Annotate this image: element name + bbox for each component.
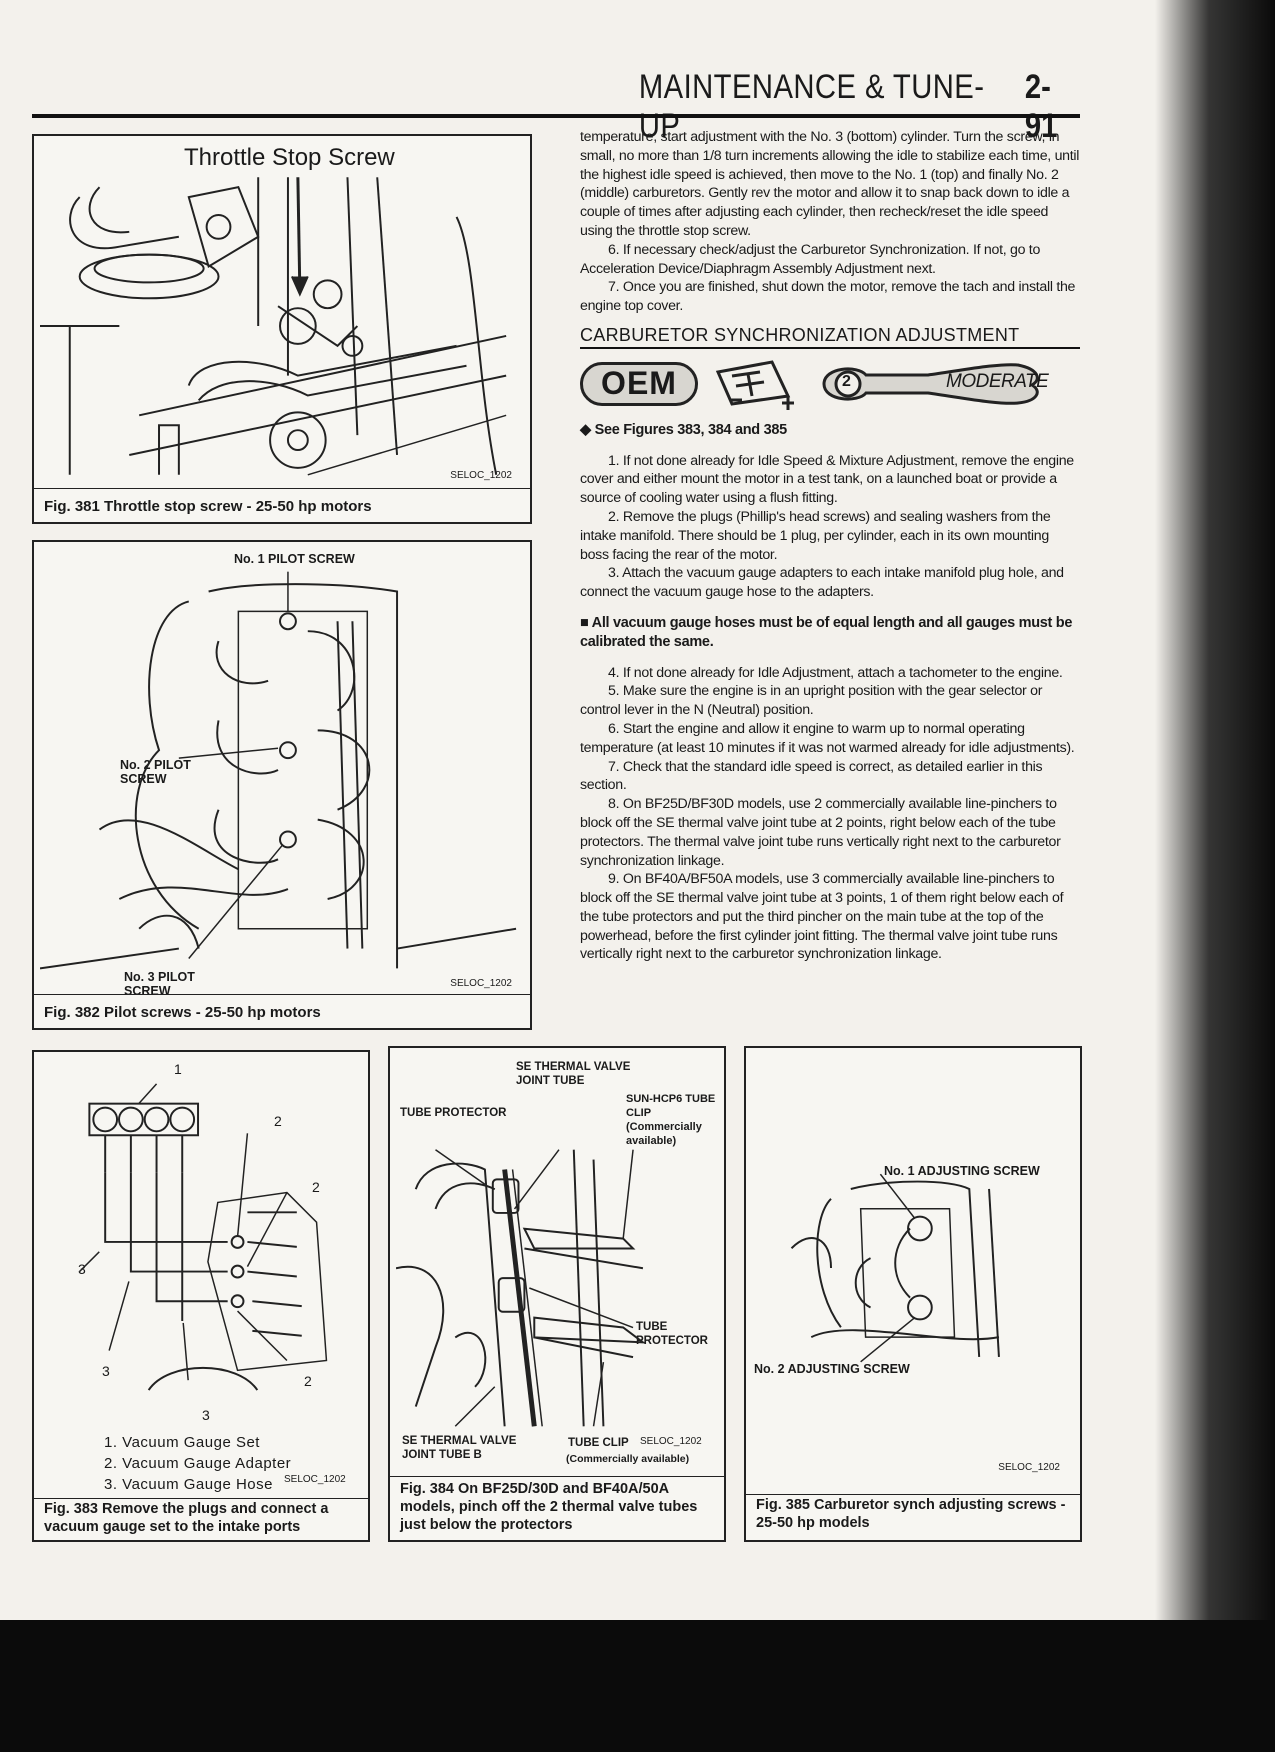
step-2: 2. Remove the plugs (Phillip's head scre… bbox=[580, 508, 1051, 563]
fig383-illustration bbox=[40, 1062, 362, 1412]
header-rule bbox=[32, 114, 1080, 118]
figure-381: Throttle Stop Screw bbox=[32, 134, 532, 524]
fig382-illustration bbox=[40, 570, 524, 980]
fig384-caption: Fig. 384 On BF25D/30D and BF40A/50A mode… bbox=[400, 1481, 698, 1533]
fig383-callout-3b: 3 bbox=[102, 1363, 110, 1379]
paragraph-continued: temperature, start adjustment with the N… bbox=[580, 129, 1080, 239]
fig383-legend-item: 2. Vacuum Gauge Adapter bbox=[104, 1455, 292, 1472]
figure-385: No. 1 ADJUSTING SCREW No. 2 ADJUSTING SC… bbox=[744, 1046, 1082, 1542]
fig381-illustration bbox=[40, 176, 524, 486]
fig384-label-tube-protector: TUBE PROTECTOR bbox=[400, 1107, 507, 1119]
header-title: MAINTENANCE & TUNE-UP bbox=[638, 68, 985, 145]
fig385-label-screw1: No. 1 ADJUSTING SCREW bbox=[884, 1164, 1040, 1178]
step-9: 9. On BF40A/BF50A models, use 3 commerci… bbox=[580, 871, 1064, 963]
fig384-caption-rule bbox=[390, 1476, 724, 1477]
step-7-prior: 7. Once you are finished, shut down the … bbox=[580, 279, 1076, 315]
page-edge-shadow bbox=[1155, 0, 1275, 1620]
fig383-callout-1: 1 bbox=[174, 1061, 182, 1077]
fig382-label-pilot1: No. 1 PILOT SCREW bbox=[234, 552, 355, 566]
see-figures: ◆ See Figures 383, 384 and 385 bbox=[580, 421, 787, 438]
fig382-caption: Fig. 382 Pilot screws - 25-50 hp motors bbox=[44, 1004, 321, 1021]
oem-badge-label: OEM bbox=[601, 365, 677, 402]
fig385-label-screw2: No. 2 ADJUSTING SCREW bbox=[754, 1362, 910, 1376]
fig383-legend: 1. Vacuum Gauge Set 2. Vacuum Gauge Adap… bbox=[104, 1432, 291, 1495]
difficulty-badges: OEM 2 MODERATE bbox=[580, 353, 1080, 415]
fig384-illustration bbox=[396, 1148, 718, 1428]
fig383-callout-2c: 2 bbox=[304, 1373, 312, 1389]
level-label: MODERATE bbox=[946, 370, 1049, 392]
figure-384: SE THERMAL VALVE JOINT TUBE TUBE PROTECT… bbox=[388, 1046, 726, 1542]
fig384-label-tube-clip: TUBE CLIP bbox=[568, 1437, 629, 1449]
fig385-illustration bbox=[752, 1168, 1074, 1368]
fig384-label-tube-protector-2: TUBE PROTECTOR bbox=[636, 1321, 708, 1347]
step-1: 1. If not done already for Idle Speed & … bbox=[580, 452, 1074, 507]
fig385-caption: Fig. 385 Carburetor synch adjusting scre… bbox=[756, 1497, 1066, 1531]
fig381-caption: Fig. 381 Throttle stop screw - 25-50 hp … bbox=[44, 498, 372, 515]
fig383-callout-2b: 2 bbox=[312, 1179, 320, 1195]
figure-382: No. 1 PILOT SCREW No. 2 PILOT SCREW No. … bbox=[32, 540, 532, 1030]
body-text-column: temperature, start adjustment with the N… bbox=[580, 128, 1080, 964]
step-3: 3. Attach the vacuum gauge adapters to e… bbox=[580, 565, 1064, 601]
fig382-code: SELOC_1202 bbox=[450, 978, 512, 989]
step-5: 5. Make sure the engine is in an upright… bbox=[580, 683, 1043, 719]
level-number: 2 bbox=[842, 372, 851, 390]
step-6: 6. Start the engine and allow it engine … bbox=[580, 720, 1075, 756]
note: ■ All vacuum gauge hoses must be of equa… bbox=[580, 614, 1073, 650]
running-header: MAINTENANCE & TUNE-UP 2-91 bbox=[580, 68, 1080, 145]
fig383-legend-item: 1. Vacuum Gauge Set bbox=[104, 1434, 260, 1451]
tools-icon bbox=[712, 356, 804, 412]
page-bottom-shadow bbox=[0, 1620, 1275, 1752]
fig382-caption-rule bbox=[34, 994, 530, 995]
step-8: 8. On BF25D/BF30D models, use 2 commerci… bbox=[580, 796, 1061, 869]
fig382-label-pilot2: No. 2 PILOT SCREW bbox=[120, 758, 191, 786]
fig383-callout-3a: 3 bbox=[78, 1261, 86, 1277]
fig383-caption: Fig. 383 Remove the plugs and connect a … bbox=[44, 1501, 329, 1535]
fig384-label-se-tube: SE THERMAL VALVE JOINT TUBE bbox=[516, 1061, 631, 1087]
fig383-legend-item: 3. Vacuum Gauge Hose bbox=[104, 1476, 273, 1493]
step-4: 4. If not done already for Idle Adjustme… bbox=[608, 664, 1063, 681]
fig383-callout-3c: 3 bbox=[202, 1407, 210, 1423]
fig385-caption-rule bbox=[746, 1494, 1080, 1495]
step-6-prior: 6. If necessary check/adjust the Carbure… bbox=[580, 241, 1041, 277]
fig384-code: SELOC_1202 bbox=[640, 1436, 702, 1447]
fig381-code: SELOC_1202 bbox=[450, 470, 512, 481]
fig381-heading: Throttle Stop Screw bbox=[184, 144, 395, 171]
section-heading: CARBURETOR SYNCHRONIZATION ADJUSTMENT bbox=[580, 326, 1080, 349]
figure-383: 1 2 2 3 3 2 3 1. Vacuum Gauge Set 2. Vac… bbox=[32, 1050, 370, 1542]
fig385-code: SELOC_1202 bbox=[998, 1462, 1060, 1473]
fig383-callout-2a: 2 bbox=[274, 1113, 282, 1129]
moderate-wrench-badge: 2 MODERATE bbox=[818, 359, 1049, 409]
page-number: 2-91 bbox=[1025, 68, 1058, 145]
fig384-label-se-tube-b: SE THERMAL VALVE JOINT TUBE B bbox=[402, 1435, 517, 1461]
fig384-label-sun-clip: SUN-HCP6 TUBE CLIP (Commercially availab… bbox=[626, 1093, 716, 1147]
oem-badge: OEM bbox=[580, 361, 698, 406]
step-7: 7. Check that the standard idle speed is… bbox=[580, 758, 1043, 794]
fig383-code: SELOC_1202 bbox=[284, 1474, 346, 1485]
fig383-caption-rule bbox=[34, 1498, 368, 1499]
fig384-label-tube-clip-note: (Commercially available) bbox=[566, 1453, 690, 1465]
fig381-caption-rule bbox=[34, 488, 530, 489]
